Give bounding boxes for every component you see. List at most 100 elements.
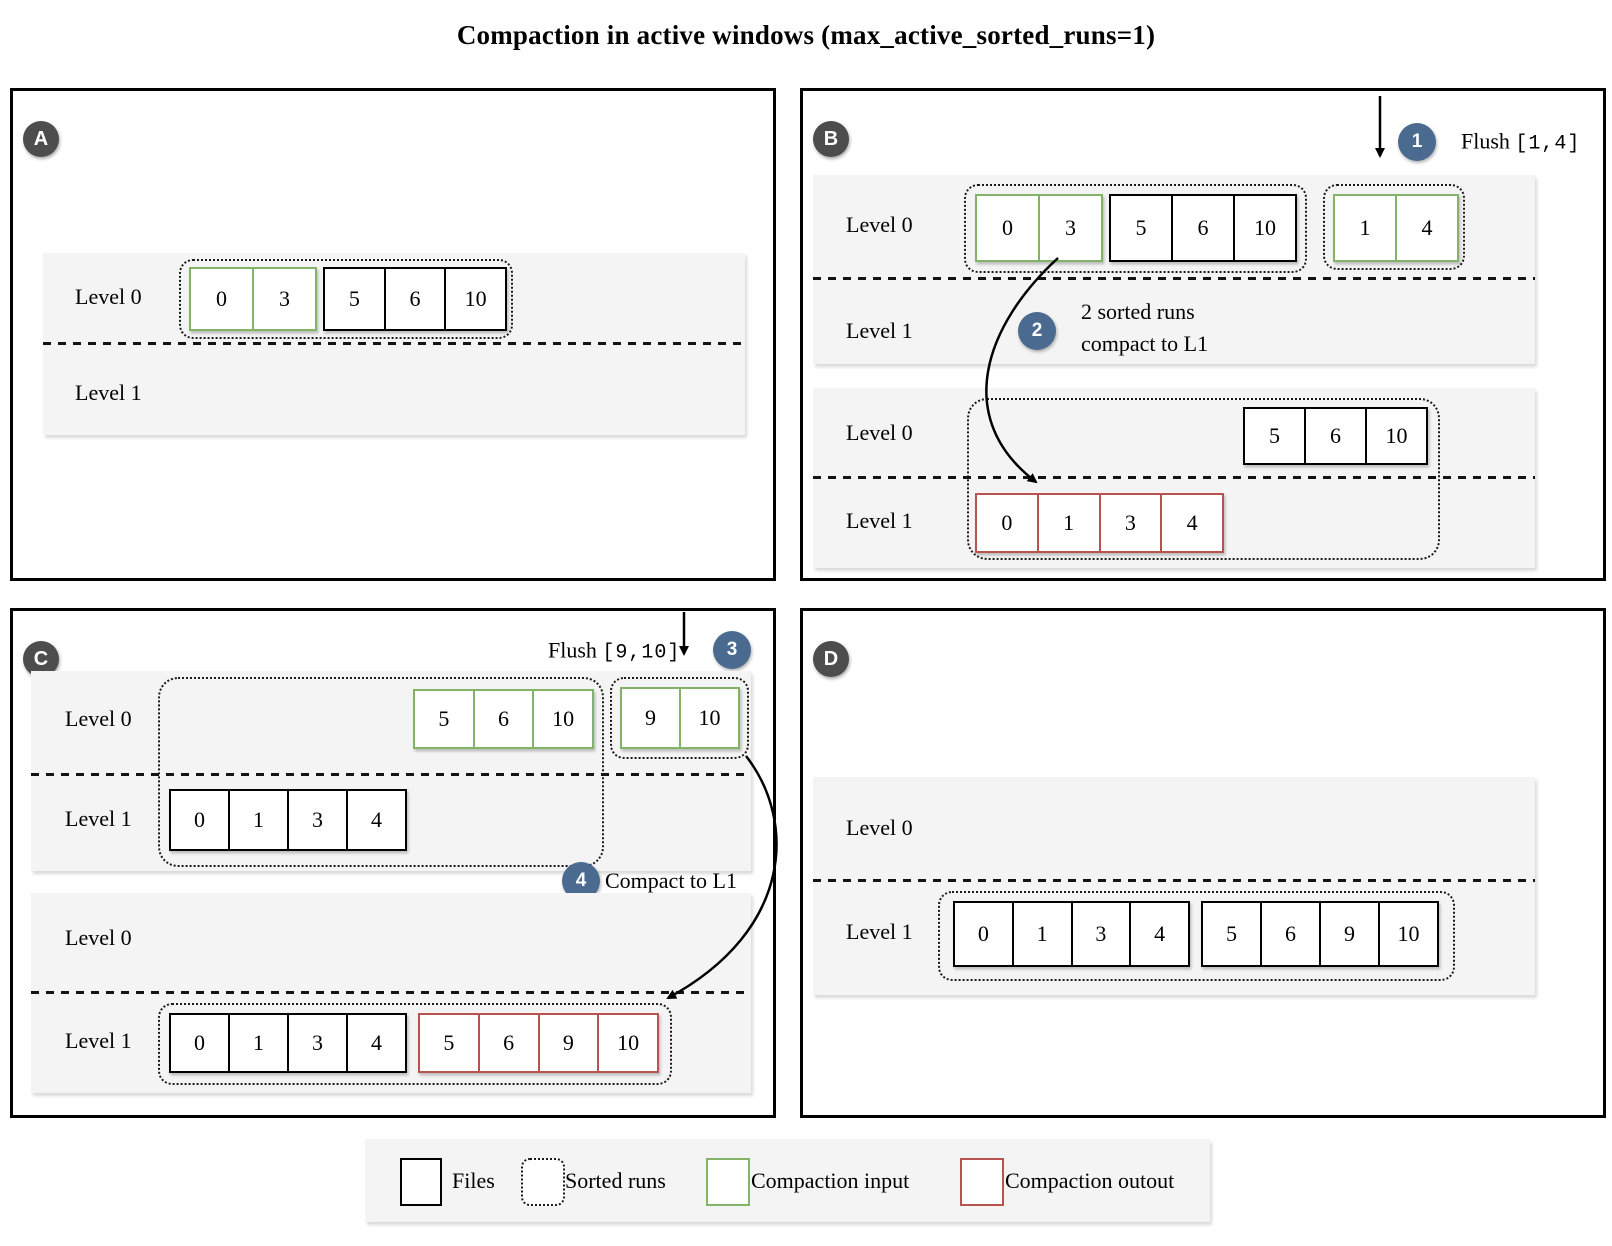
panel-b-state2-divider — [813, 476, 1535, 479]
file-cell: 10 — [679, 689, 738, 747]
flush-3-label: Flush — [548, 637, 597, 663]
file-cell: 9 — [1319, 903, 1378, 965]
file-cell: 1 — [228, 791, 287, 849]
file-cell: 3 — [1070, 903, 1130, 965]
panel-d-level0-label: Level 0 — [846, 815, 913, 840]
file-cell: 4 — [346, 791, 405, 849]
file-cell: 10 — [597, 1015, 657, 1071]
file-cell: 10 — [532, 691, 592, 747]
file-cell: 3 — [1098, 495, 1161, 551]
panel-b-merged-run-outline — [967, 398, 1440, 560]
panel-c-flushed-input-box: 9 10 — [620, 687, 740, 749]
file-cell: 3 — [252, 269, 315, 329]
file-cell: 0 — [194, 807, 205, 832]
panel-b-state2-level0-label: Level 0 — [846, 420, 913, 445]
file-cell: 5 — [1135, 215, 1147, 240]
flush-1-label: Flush — [1461, 128, 1510, 154]
panel-b-state1-divider — [813, 277, 1535, 280]
panel-badge-a: A — [23, 121, 59, 157]
flush-3-range: [9,10] — [602, 641, 681, 665]
file-cell: 10 — [1233, 196, 1295, 260]
legend-sorted-runs-label: Sorted runs — [565, 1168, 666, 1193]
file-cell: 0 — [216, 286, 227, 311]
panel-c-state1-divider — [31, 773, 751, 776]
step-badge-2: 2 — [1018, 312, 1056, 350]
file-cell: 5 — [1226, 921, 1237, 946]
file-cell: 3 — [287, 791, 346, 849]
panel-c-state2-level0-label: Level 0 — [65, 925, 132, 950]
file-cell: 1 — [1011, 903, 1071, 965]
panel-b-sorted-run1-outline — [964, 184, 1307, 273]
step-2-text-line1: 2 sorted runs — [1081, 299, 1195, 324]
legend-compaction-output-label: Compaction outout — [1005, 1168, 1175, 1193]
flush-3-annotation: Flush [9,10] — [548, 638, 680, 665]
file-cell: 0 — [977, 921, 989, 946]
panel-b-state1-level1-label: Level 1 — [846, 318, 913, 343]
file-cell: 10 — [1365, 409, 1426, 463]
file-cell: 9 — [645, 705, 656, 730]
panel-b-sorted-run2-outline — [1323, 184, 1465, 270]
file-cell: 3 — [1038, 196, 1101, 260]
file-cell: 5 — [348, 286, 360, 311]
diagram-title: Compaction in active windows (max_active… — [456, 20, 1156, 50]
panel-badge-b: B — [813, 121, 849, 157]
file-cell: 10 — [444, 269, 505, 329]
panel-d-level-divider — [813, 879, 1535, 882]
file-cell: 6 — [383, 269, 445, 329]
panel-a-level1-label: Level 1 — [75, 380, 142, 405]
file-cell: 5 — [443, 1030, 455, 1055]
file-cell: 0 — [1001, 510, 1013, 535]
panel-c-state1-level1-label: Level 1 — [65, 806, 132, 831]
flush-1-range: [1,4] — [1515, 132, 1581, 156]
step-2-text-line2: compact to L1 — [1081, 331, 1209, 356]
file-cell: 1 — [228, 1015, 287, 1071]
file-cell: 10 — [1378, 903, 1437, 965]
legend-compaction-input-label: Compaction input — [751, 1168, 910, 1193]
step-4-text: Compact to L1 — [605, 868, 737, 893]
panel-badge-d: D — [813, 641, 849, 677]
panel-c-state2-level1-label: Level 1 — [65, 1028, 132, 1053]
panel-a-sorted-run-outline — [179, 259, 513, 339]
file-cell: 6 — [472, 691, 533, 747]
file-cell: 0 — [194, 1030, 205, 1055]
file-cell: 4 — [1129, 903, 1188, 965]
file-cell: 4 — [1160, 495, 1222, 551]
file-cell: 6 — [1304, 409, 1365, 463]
legend-files-label: Files — [452, 1168, 495, 1193]
file-cell: 0 — [1002, 215, 1013, 240]
step-badge-3: 3 — [713, 631, 751, 669]
panel-d-level1-label: Level 1 — [846, 919, 913, 944]
panel-a-level0-label: Level 0 — [75, 284, 142, 309]
step-badge-1: 1 — [1398, 123, 1436, 161]
panel-a-level-divider — [43, 342, 745, 345]
file-cell: 9 — [537, 1015, 598, 1071]
panel-d-sorted-run-outline — [938, 891, 1455, 981]
file-cell: 1 — [1036, 495, 1099, 551]
file-cell: 4 — [346, 1015, 405, 1071]
panel-b-state2-level1-label: Level 1 — [846, 508, 913, 533]
file-cell: 3 — [287, 1015, 346, 1071]
panel-c-state1-level0-label: Level 0 — [65, 706, 132, 731]
panel-b-state1-level0-label: Level 0 — [846, 212, 913, 237]
legend: Files Sorted runs Compaction input Compa… — [365, 1139, 1210, 1222]
file-cell: 6 — [477, 1015, 538, 1071]
file-cell: 4 — [1395, 196, 1457, 260]
file-cell: 6 — [1171, 196, 1233, 260]
legend-compaction-output-swatch — [960, 1158, 1004, 1206]
flush-1-annotation: Flush [1,4] — [1461, 129, 1580, 156]
